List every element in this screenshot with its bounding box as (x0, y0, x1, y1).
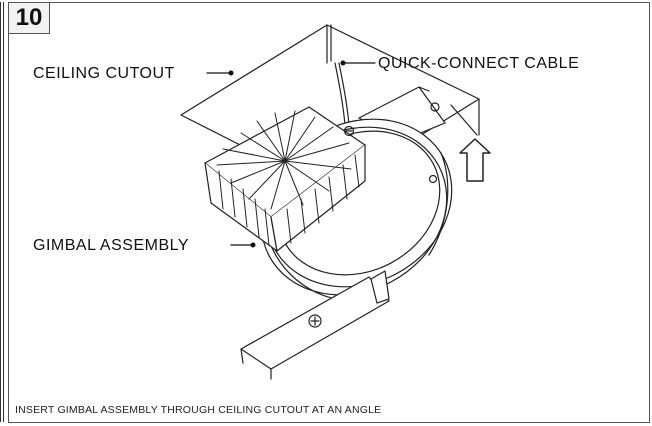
instruction-panel: 10 CEILING CUTOUT QUICK-CONNECT CABLE GI… (8, 2, 650, 423)
step-number-box: 10 (8, 2, 50, 34)
instruction-caption: INSERT GIMBAL ASSEMBLY THROUGH CEILING C… (15, 404, 382, 416)
callout-leaders (206, 62, 376, 246)
up-arrow-icon (459, 138, 491, 182)
installation-illustration (180, 24, 491, 380)
callout-gimbal-assembly: GIMBAL ASSEMBLY (33, 237, 189, 254)
callout-quick-connect-cable: QUICK-CONNECT CABLE (378, 55, 580, 72)
quick-connect-cable (334, 62, 350, 126)
callout-ceiling-cutout: CEILING CUTOUT (33, 65, 175, 82)
mounting-bracket-front (240, 270, 390, 380)
step-number: 10 (15, 4, 43, 31)
left-page-rule (0, 2, 4, 422)
heat-sink-body (204, 106, 366, 252)
